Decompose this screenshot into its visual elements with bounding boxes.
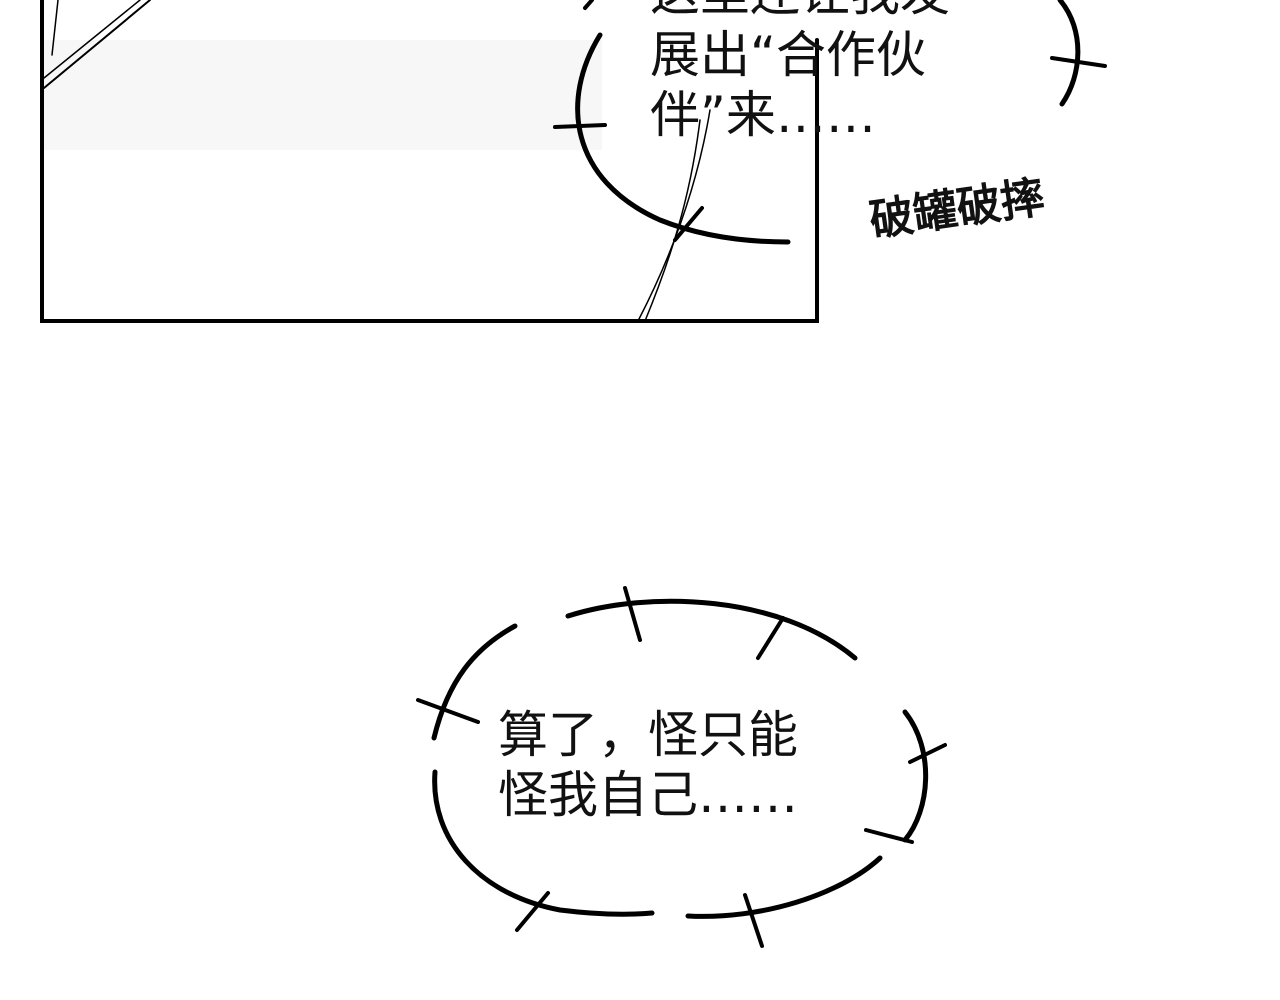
bubble-stitch <box>623 586 642 642</box>
bubble-stitch <box>743 893 764 948</box>
bubble-stitch <box>553 123 607 129</box>
bubble-top-line-3: 伴”来…… <box>650 86 876 144</box>
bubble-stitch <box>756 616 785 660</box>
bubble-bottom-outline <box>902 709 929 843</box>
speech-bubble-bottom: 算了，怪只能 怪我自己…… <box>416 586 947 948</box>
bubble-bottom-line-1: 算了，怪只能 <box>498 706 798 764</box>
bubble-stitch <box>673 206 704 242</box>
bubble-bottom-outline <box>565 598 858 661</box>
bubble-top-outline-left <box>575 32 791 245</box>
panel-line-curve-1 <box>637 109 711 322</box>
sfx-text-po-guan-po-shuai: 破罐破摔 <box>866 172 1047 247</box>
panel-line-diagonal-2 <box>43 0 141 79</box>
bubble-stitch <box>515 891 550 932</box>
panel-line-diagonal-3 <box>51 0 59 56</box>
bubble-top-outline-right <box>1057 0 1081 107</box>
bubble-bottom-outline <box>431 623 518 741</box>
bubble-stitch <box>908 743 947 764</box>
bubble-stitch <box>864 828 914 844</box>
panel-border <box>40 0 819 323</box>
bubble-bottom-line-2: 怪我自己…… <box>498 766 798 824</box>
bubble-stitch <box>583 0 594 10</box>
bubble-stitch <box>416 698 480 724</box>
bubble-top-line-2: 展出“合作伙 <box>650 26 926 84</box>
comic-panel-top <box>40 0 819 323</box>
panel-line-diagonal-1 <box>43 0 151 89</box>
bubble-stitch <box>1050 56 1107 68</box>
bubble-top-line-1: 这里还让我发 <box>650 0 950 22</box>
speech-bubble-top: 这里还让我发 展出“合作伙 伴”来…… <box>553 0 1107 245</box>
bubble-bottom-outline <box>685 855 883 919</box>
panel-shading <box>42 40 602 150</box>
